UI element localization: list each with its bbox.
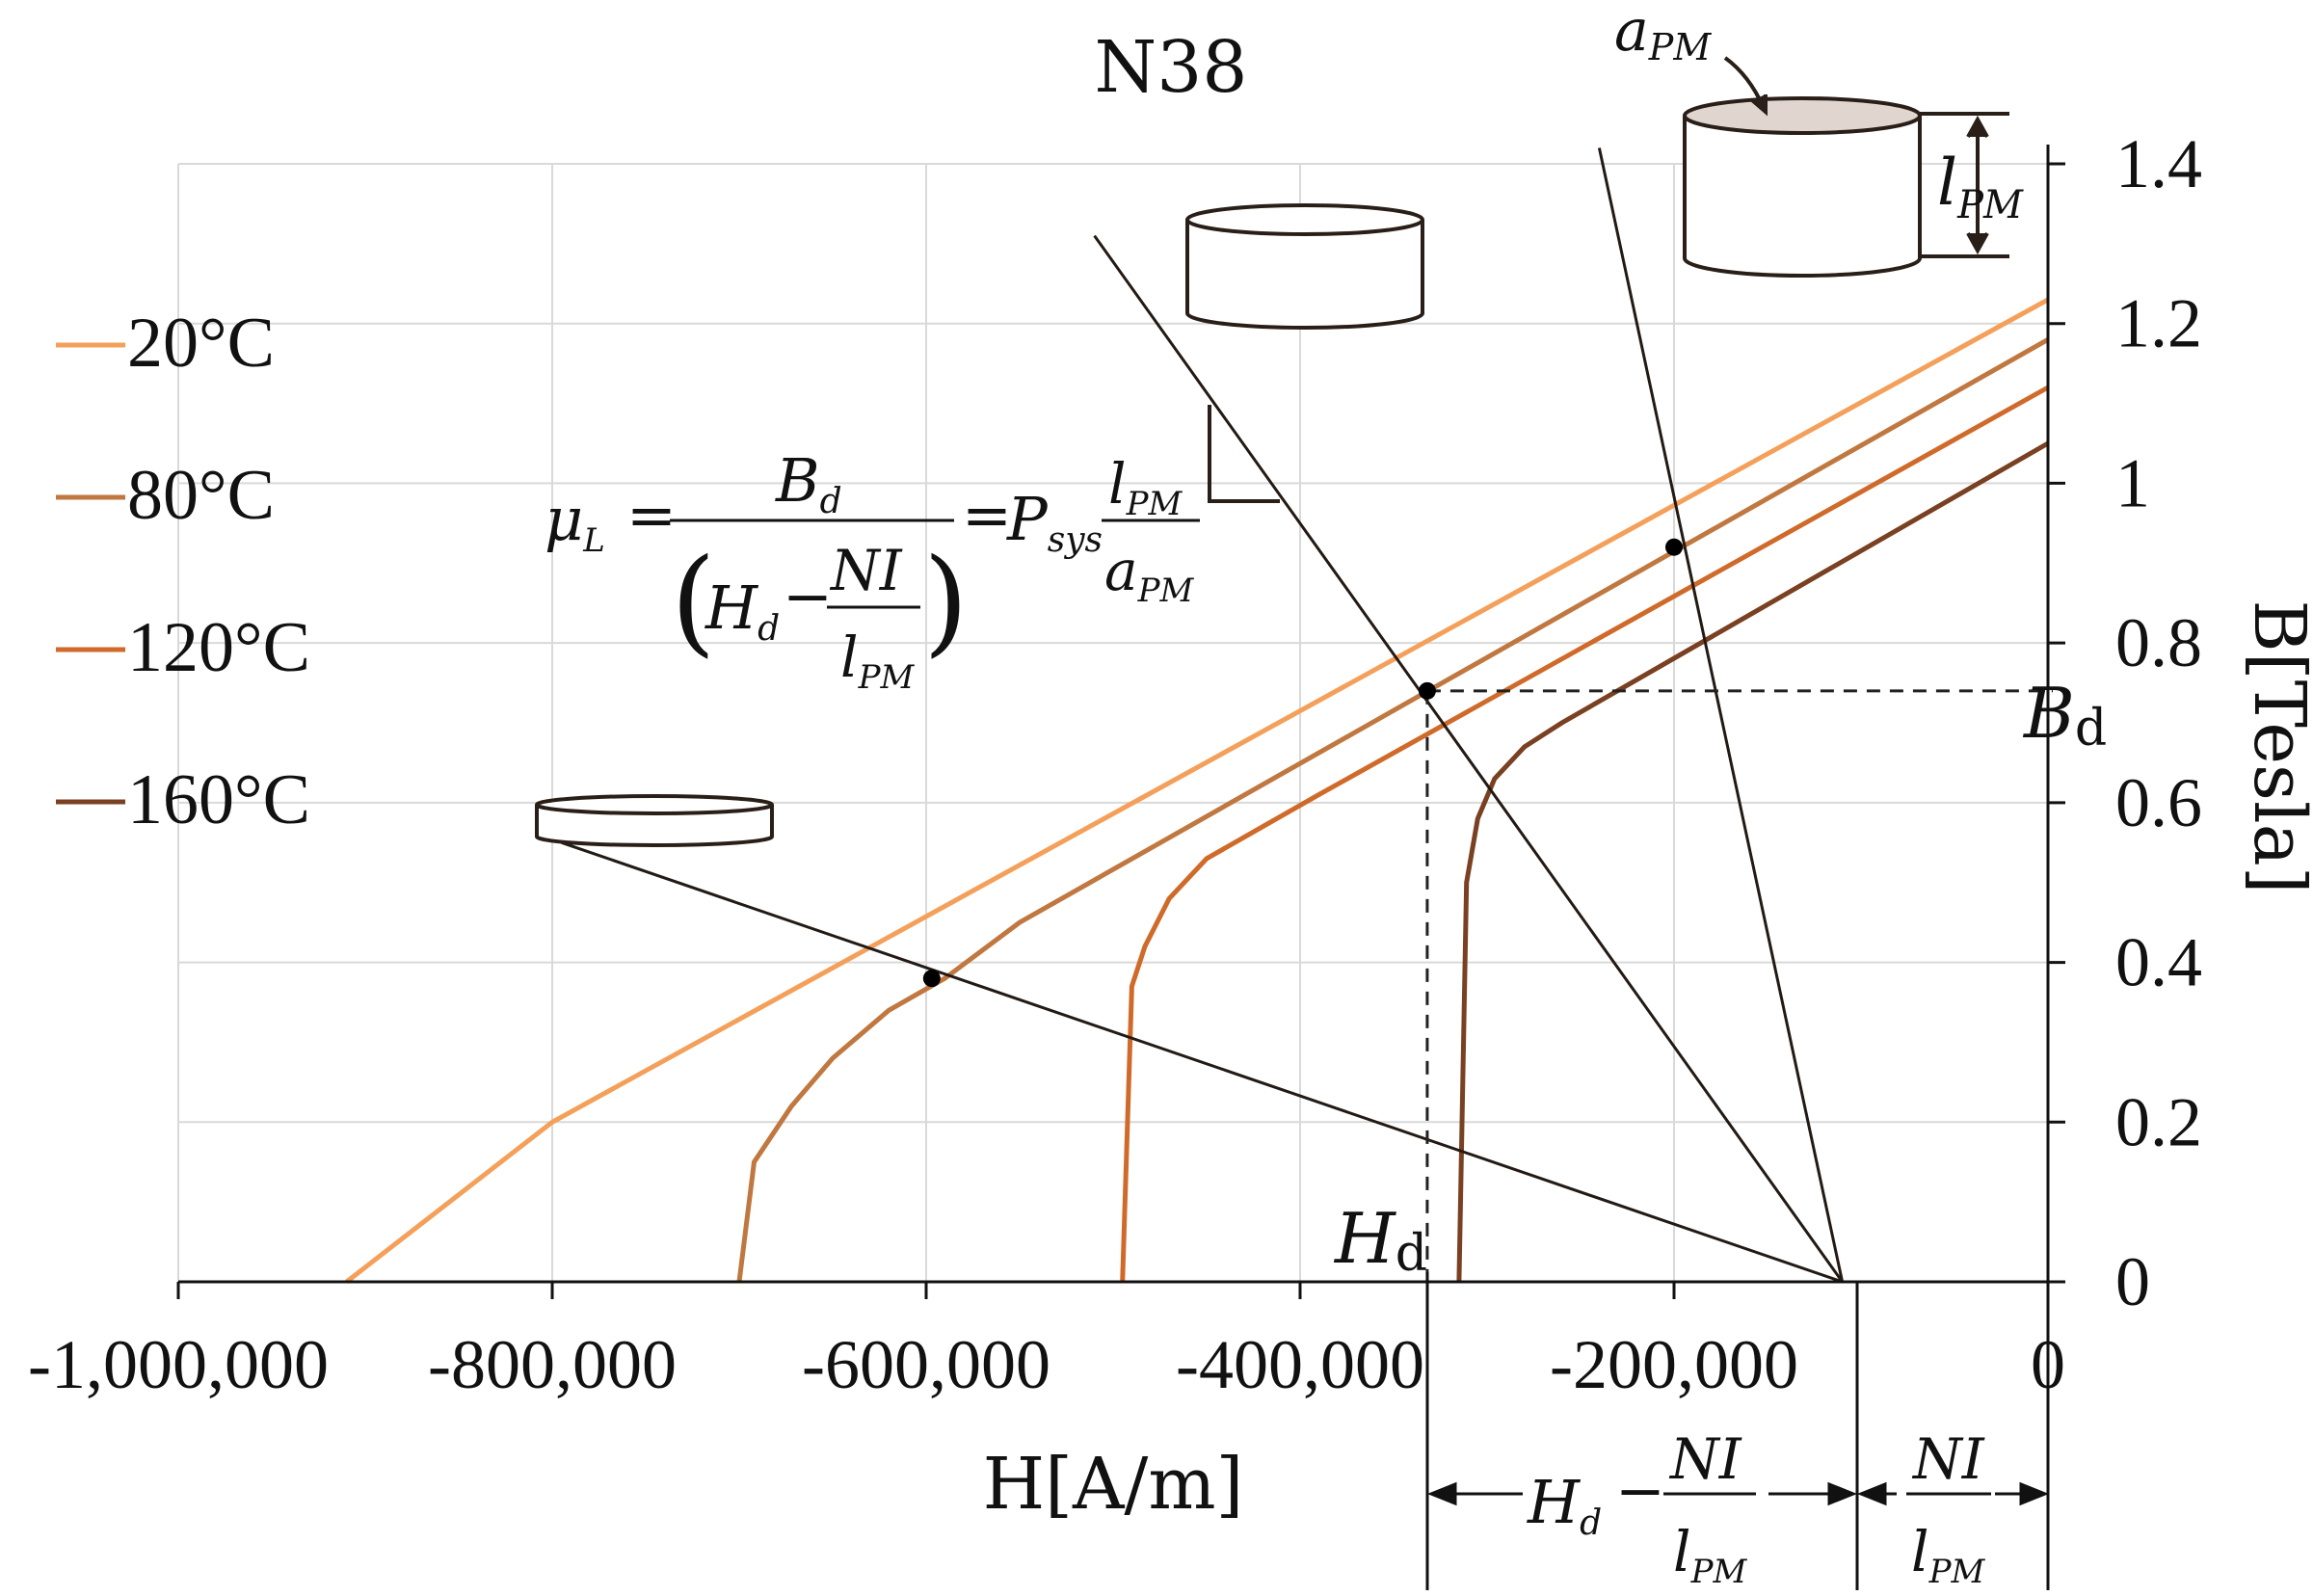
bh-curves <box>345 297 2050 1284</box>
x-tick-label-0: -1,000,000 <box>28 1326 329 1403</box>
axes <box>176 145 2065 1299</box>
legend: 20°C 80°C 120°C 160°C <box>56 304 310 839</box>
y-tick-label-7: 1.4 <box>2115 125 2202 202</box>
hd-label: Hd <box>1333 1198 1427 1283</box>
y-tick-label-6: 1.2 <box>2115 285 2202 362</box>
magnet-large-icon <box>1683 56 2009 278</box>
svg-text:=: = <box>962 480 1012 550</box>
svg-text:): ) <box>923 535 969 669</box>
svg-text:(: ( <box>671 535 716 669</box>
chart-title: N38 <box>1095 26 1248 109</box>
x-tick-label-2: -600,000 <box>802 1326 1050 1403</box>
bracket-label-ni: NI lPM <box>1906 1426 1991 1591</box>
legend-label-3: 160°C <box>127 760 310 839</box>
load-line-0 <box>561 840 1844 1284</box>
svg-text:NI: NI <box>829 538 903 603</box>
x-axis-label: H[A/m] <box>983 1443 1244 1526</box>
apm-label: aPM <box>1614 0 1712 68</box>
lpm-label: lPM <box>1937 146 2024 227</box>
intersection-points <box>922 538 1683 988</box>
x-tick-label-3: -400,000 <box>1176 1326 1424 1403</box>
legend-label-1: 80°C <box>127 456 275 535</box>
svg-text:Bd: Bd <box>775 445 842 521</box>
legend-label-0: 20°C <box>127 304 275 383</box>
series-line-0 <box>345 297 2050 1284</box>
svg-text:=: = <box>626 480 677 550</box>
intersection-point-1 <box>1418 681 1436 700</box>
svg-text:lPM: lPM <box>840 625 915 697</box>
y-tick-label-3: 0.6 <box>2115 764 2202 841</box>
bd-label: Bd <box>2022 673 2107 758</box>
load-line-2 <box>1597 147 1845 1283</box>
load-line-1 <box>1093 234 1844 1283</box>
bottom-brackets <box>1425 1272 2050 1590</box>
svg-text:−: − <box>1615 1455 1665 1526</box>
grid <box>177 163 2049 1283</box>
y-tick-label-2: 0.4 <box>2115 924 2202 1001</box>
series-line-1 <box>736 337 2050 1283</box>
x-tick-label-4: -200,000 <box>1550 1326 1798 1403</box>
svg-text:Hd: Hd <box>705 572 780 649</box>
y-tick-label-1: 0.2 <box>2115 1083 2202 1160</box>
legend-label-2: 120°C <box>127 608 310 687</box>
tick-labels: -1,000,000 -800,000 -600,000 -400,000 -200,0… <box>28 125 2202 1403</box>
svg-text:Psys: Psys <box>1006 484 1103 560</box>
svg-text:aPM: aPM <box>1104 538 1194 610</box>
svg-text:Hd: Hd <box>1527 1467 1602 1543</box>
y-tick-label-4: 0.8 <box>2115 604 2202 681</box>
svg-text:lPM: lPM <box>1673 1519 1747 1591</box>
intersection-point-2 <box>1665 538 1683 556</box>
y-tick-label-0: 0 <box>2115 1243 2150 1320</box>
svg-text:lPM: lPM <box>1108 451 1183 523</box>
svg-text:−: − <box>783 561 833 631</box>
series-line-3 <box>1456 440 2050 1283</box>
magnet-thin-icon <box>535 794 774 847</box>
bracket-label-hd-minus: Hd − NI lPM <box>1527 1426 1756 1591</box>
y-tick-label-5: 1 <box>2115 444 2150 521</box>
slope-triangle <box>1208 405 1280 503</box>
svg-text:NI: NI <box>1668 1426 1742 1492</box>
svg-text:lPM: lPM <box>1911 1519 1985 1591</box>
x-tick-label-1: -800,000 <box>428 1326 677 1403</box>
svg-text:NI: NI <box>1911 1426 1985 1492</box>
y-axis-label: B[Tesla] <box>2238 599 2313 893</box>
mu-l-formula: μL = Bd ( Hd − NI lPM ) = Psys lPM aPM <box>545 445 1200 697</box>
svg-text:μL: μL <box>545 484 605 560</box>
series-line-2 <box>1120 385 2050 1283</box>
intersection-point-0 <box>922 970 941 988</box>
magnet-medium-icon <box>1185 203 1424 330</box>
load-lines <box>561 147 2053 1284</box>
